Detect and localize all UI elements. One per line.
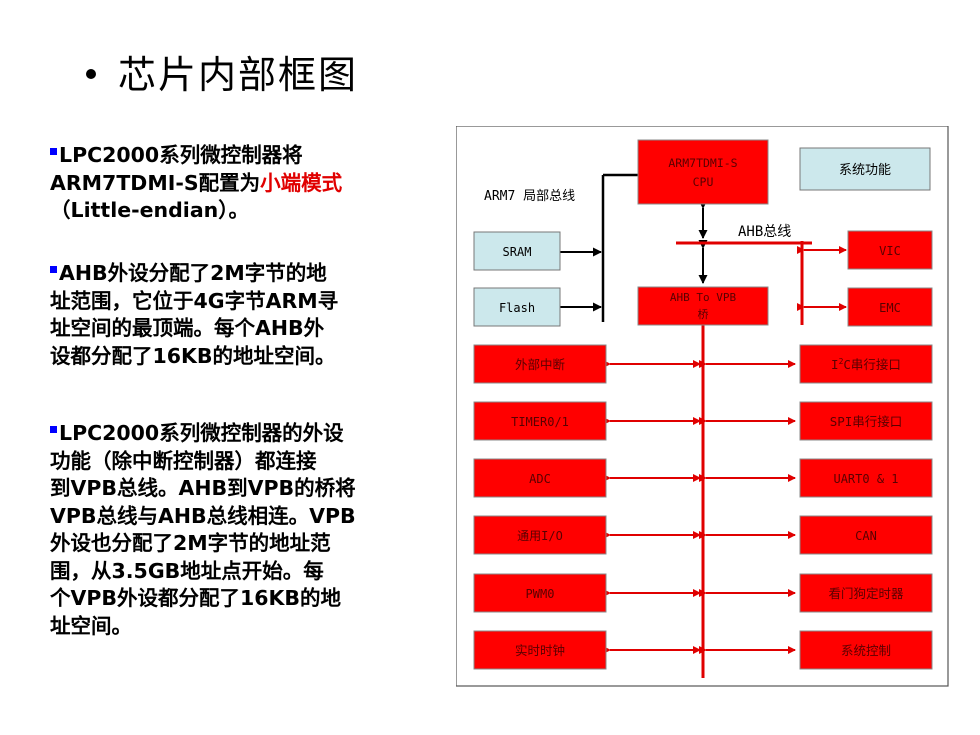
paragraph-endian: LPC2000系列微控制器将 ARM7TDMI-S配置为小端模式 （Little… [50, 142, 430, 225]
para3-line5-text: 外设也分配了2M字节的地址范 [50, 531, 331, 555]
ahb-vpb-bridge-block [637, 286, 769, 326]
para1-line1-text: LPC2000系列微控制器将 [59, 143, 303, 167]
cpu-label-2: CPU [693, 175, 714, 189]
para2-line3: 址空间的最顶端。每个AHB外 [50, 315, 430, 343]
spi-block [799, 401, 933, 441]
cpu-label-1: ARM7TDMI-S [668, 156, 737, 170]
timer-label: TIMER0/1 [511, 415, 569, 429]
system-control-block [799, 630, 933, 670]
left-peripherals: 外部中断 TIMER0/1 ADC 通用I/O PWM0 实时时钟 [473, 344, 607, 670]
para3-line3: 到VPB总线。AHB到VPB的桥将 [50, 475, 430, 503]
chip-block-diagram: ARM7TDMI-S CPU 系统功能 ARM7 局部总线 AHB总线 SRAM… [456, 126, 949, 687]
para1-line3: （Little-endian）。 [50, 197, 430, 225]
uart-label: UART0 & 1 [833, 472, 898, 486]
flash-label: Flash [499, 301, 535, 315]
vic-block [847, 230, 933, 270]
bullet-icon [50, 265, 57, 273]
para3-line1: LPC2000系列微控制器的外设 [50, 420, 430, 448]
external-interrupt-block [473, 344, 607, 384]
i2c-block [799, 344, 933, 384]
para3-line2-text: 功能（除中断控制器）都连接 [50, 448, 317, 473]
para3-line6: 围，从3.5GB地址点开始。每 [50, 558, 430, 586]
uart-block [799, 458, 933, 498]
emc-block [847, 287, 933, 327]
external-interrupt-label: 外部中断 [515, 357, 565, 372]
para3-line2: 功能（除中断控制器）都连接 [50, 448, 430, 476]
cpu-block [637, 139, 769, 205]
arm7-bus-label: ARM7 局部总线 [484, 189, 575, 204]
pwm-block [473, 573, 607, 613]
para2-line1-text: AHB外设分配了2M字节的地 [59, 261, 327, 285]
can-label: CAN [855, 529, 877, 543]
para3-line4: VPB总线与AHB总线相连。VPB [50, 503, 430, 531]
emc-label: EMC [879, 301, 901, 315]
spi-label: SPI串行接口 [830, 414, 903, 429]
sram-block [473, 231, 561, 271]
title-bullet [86, 68, 96, 79]
gpio-label: 通用I/O [517, 529, 563, 543]
bullet-icon [50, 425, 57, 433]
para3-line6-text: 围，从3.5GB地址点开始。每 [50, 558, 324, 583]
para2-line2-text: 址范围，它位于4G字节ARM寻 [50, 288, 339, 313]
para2-line3-text: 址空间的最顶端。每个AHB外 [50, 316, 325, 340]
para3-line7: 个VPB外设都分配了16KB的地 [50, 585, 430, 613]
para1-line1: LPC2000系列微控制器将 [50, 142, 430, 170]
para3-line4-text: VPB总线与AHB总线相连。VPB [50, 503, 356, 528]
watchdog-block [799, 573, 933, 613]
bullet-icon [50, 147, 57, 155]
para3-line8-text: 址空间。 [50, 613, 132, 638]
slide-title: 芯片内部框图 [86, 44, 358, 99]
para1-line2-text: ARM7TDMI-S配置为 [50, 170, 261, 195]
slide-title-text: 芯片内部框图 [118, 53, 359, 97]
paragraph-vpb: LPC2000系列微控制器的外设 功能（除中断控制器）都连接 到VPB总线。AH… [50, 420, 430, 640]
para2-line1: AHB外设分配了2M字节的地 [50, 260, 430, 288]
para2-line4: 设都分配了16KB的地址空间。 [50, 343, 430, 371]
vpb-connectors [603, 360, 796, 654]
adc-label: ADC [529, 472, 551, 486]
para1-line2: ARM7TDMI-S配置为小端模式 [50, 170, 430, 198]
system-function-label: 系统功能 [839, 163, 891, 178]
system-control-label: 系统控制 [841, 643, 891, 658]
para3-line1-text: LPC2000系列微控制器的外设 [59, 421, 344, 445]
pwm-label: PWM0 [526, 587, 555, 601]
rtc-block [473, 630, 607, 670]
flash-block [473, 287, 561, 327]
para3-line7-text: 个VPB外设都分配了16KB的地 [50, 586, 342, 610]
vic-label: VIC [879, 244, 901, 258]
little-endian-highlight: 小端模式 [260, 170, 343, 195]
i2c-label: I2C串行接口 [831, 357, 901, 372]
rtc-label: 实时时钟 [515, 643, 565, 658]
can-block [799, 515, 933, 555]
para3-line5: 外设也分配了2M字节的地址范 [50, 530, 430, 558]
timer-block [473, 401, 607, 441]
para1-line3-text: （Little-endian）。 [50, 198, 250, 222]
bridge-label-2: 桥 [698, 308, 709, 321]
paragraph-ahb: AHB外设分配了2M字节的地 址范围，它位于4G字节ARM寻 址空间的最顶端。每… [50, 260, 430, 370]
ahb-bus-label: AHB总线 [738, 224, 791, 240]
para2-line4-text: 设都分配了16KB的地址空间。 [50, 343, 336, 368]
system-function-block [799, 147, 931, 191]
para2-line2: 址范围，它位于4G字节ARM寻 [50, 288, 430, 316]
bridge-label-1: AHB To VPB [670, 291, 737, 304]
adc-block [473, 458, 607, 498]
para3-line8: 址空间。 [50, 613, 430, 641]
right-peripherals: I2C串行接口 SPI串行接口 UART0 & 1 CAN 看门狗定时器 系统控… [799, 344, 933, 670]
watchdog-label: 看门狗定时器 [828, 586, 904, 601]
sram-label: SRAM [503, 245, 532, 259]
para3-line3-text: 到VPB总线。AHB到VPB的桥将 [50, 476, 356, 500]
gpio-block [473, 515, 607, 555]
